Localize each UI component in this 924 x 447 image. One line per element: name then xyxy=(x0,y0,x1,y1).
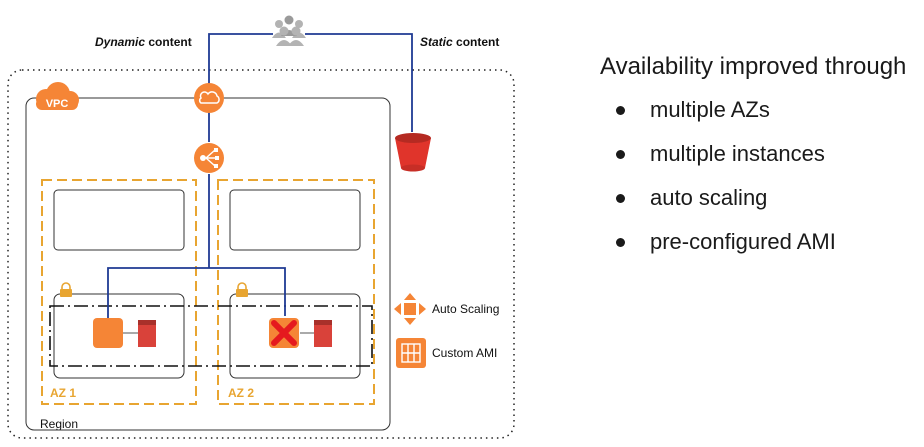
load-balancer-icon xyxy=(194,143,224,173)
az1-boundary xyxy=(41,179,197,405)
static-rest: content xyxy=(453,35,500,49)
list-item: auto scaling xyxy=(598,176,924,220)
panel-title: Availability improved through xyxy=(600,53,907,80)
az2-boundary xyxy=(217,179,375,405)
ebs-volume-icon xyxy=(314,320,332,347)
az1-label: AZ 1 xyxy=(50,386,76,400)
public-subnet-az2 xyxy=(229,189,361,251)
availability-panel: Availability improved through multiple A… xyxy=(598,52,924,264)
private-subnet-az1 xyxy=(53,293,185,379)
s3-bucket-icon xyxy=(395,133,431,172)
vpc-label: VPC xyxy=(46,98,69,110)
legend-auto-scaling: Auto Scaling xyxy=(432,302,499,316)
architecture-diagram: Region VPC AZ 1 AZ 2 xyxy=(7,15,515,439)
vpc-cloud-icon: VPC xyxy=(36,82,79,110)
ebs-volume-icon xyxy=(138,320,156,347)
auto-scaling-icon xyxy=(394,293,426,325)
legend-custom-ami: Custom AMI xyxy=(432,346,497,360)
auto-scaling-group xyxy=(49,305,373,367)
private-subnet-az2 xyxy=(229,293,361,379)
list-item: multiple instances xyxy=(598,132,924,176)
failed-instance-icon xyxy=(269,318,299,348)
dynamic-rest: content xyxy=(145,35,192,49)
availability-list: multiple AZs multiple instances auto sca… xyxy=(598,88,924,264)
list-item: multiple AZs xyxy=(598,88,924,132)
list-item: pre-configured AMI xyxy=(598,220,924,264)
static-content-label: Static content xyxy=(420,35,499,49)
static-emph: Static xyxy=(420,35,453,49)
custom-ami-icon xyxy=(396,338,426,368)
region-boundary xyxy=(7,69,515,439)
dynamic-emph: Dynamic xyxy=(95,35,145,49)
public-subnet-az1 xyxy=(53,189,185,251)
lock-icon xyxy=(236,282,248,297)
az2-label: AZ 2 xyxy=(228,386,254,400)
cloudfront-icon xyxy=(194,83,224,113)
dynamic-content-label: Dynamic content xyxy=(95,35,192,49)
region-label: Region xyxy=(40,417,78,431)
connectors xyxy=(107,33,413,320)
lock-icon xyxy=(60,282,72,297)
users-icon xyxy=(272,15,306,46)
ec2-instance-icon xyxy=(93,318,123,348)
